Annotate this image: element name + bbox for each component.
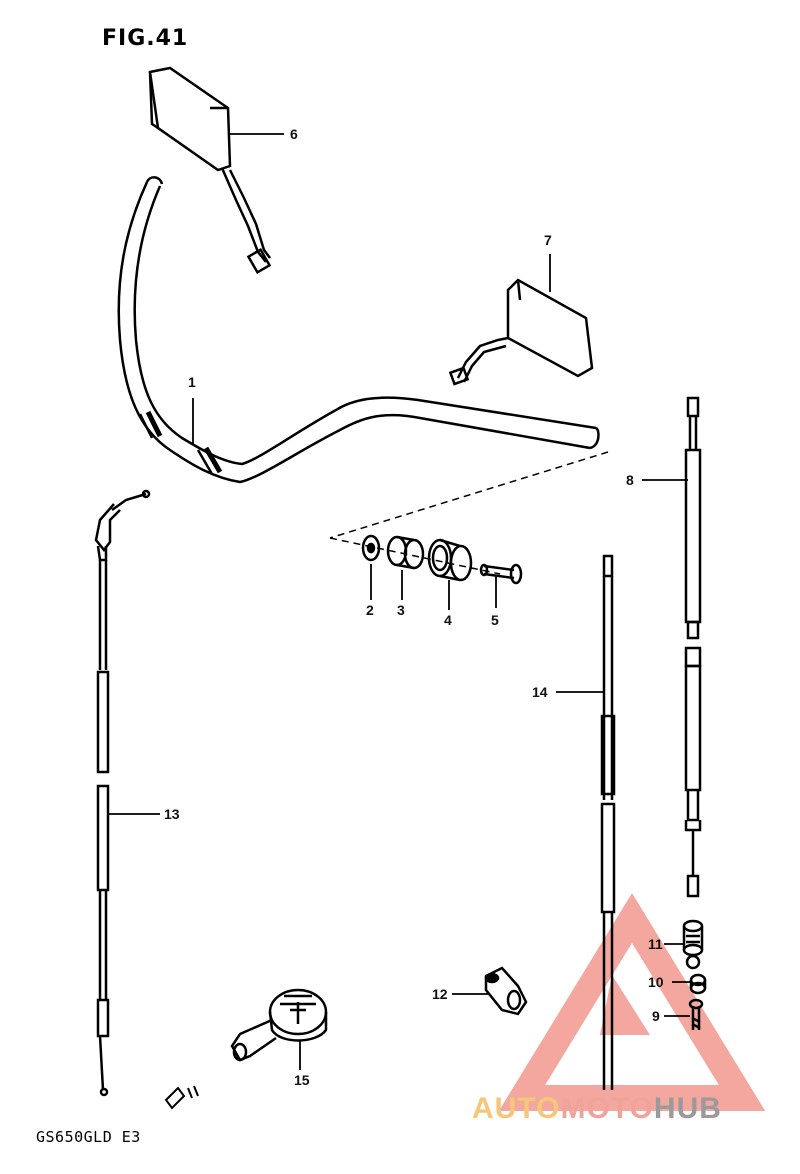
watermark-hub: HUB	[653, 1092, 722, 1125]
choke-lever	[230, 988, 328, 1062]
cable-adjuster	[682, 919, 704, 970]
direction-mark-icon	[164, 1085, 199, 1110]
watermark-auto: AUTO	[472, 1092, 561, 1125]
bar-end-weight	[386, 535, 425, 570]
bar-end-screw	[479, 563, 523, 585]
throttle-cable	[94, 489, 151, 1097]
cable-clamp	[484, 966, 528, 1016]
callout-14: 14	[532, 684, 548, 700]
cable-nut	[689, 973, 707, 995]
model-code: GS650GLD E3	[36, 1128, 141, 1146]
callout-5: 5	[491, 612, 499, 628]
cable-bolt	[688, 998, 704, 1030]
callout-8: 8	[626, 472, 634, 488]
callout-11: 11	[648, 936, 663, 952]
callout-15: 15	[294, 1072, 310, 1088]
callout-7: 7	[544, 232, 552, 248]
callout-2: 2	[366, 602, 374, 618]
bar-end-washer	[361, 534, 381, 562]
mirror-right	[448, 278, 594, 386]
callout-3: 3	[397, 602, 405, 618]
callout-12: 12	[432, 986, 448, 1002]
bar-end-cap	[427, 538, 473, 582]
mirror-left	[148, 66, 272, 275]
figure-title: FIG.41	[102, 26, 189, 51]
callout-1: 1	[188, 374, 196, 390]
callout-13: 13	[164, 806, 180, 822]
watermark-moto: MOTO	[560, 1092, 654, 1125]
callout-6: 6	[290, 126, 298, 142]
leader-lines	[108, 133, 690, 1070]
speedometer-cable	[600, 554, 616, 1090]
watermark-text: AUTOMOTOHUB	[472, 1092, 722, 1126]
callout-4: 4	[444, 612, 452, 628]
callout-10: 10	[648, 974, 664, 990]
watermark-logo	[498, 893, 766, 1111]
callout-9: 9	[652, 1008, 660, 1024]
right-cable	[684, 396, 702, 898]
